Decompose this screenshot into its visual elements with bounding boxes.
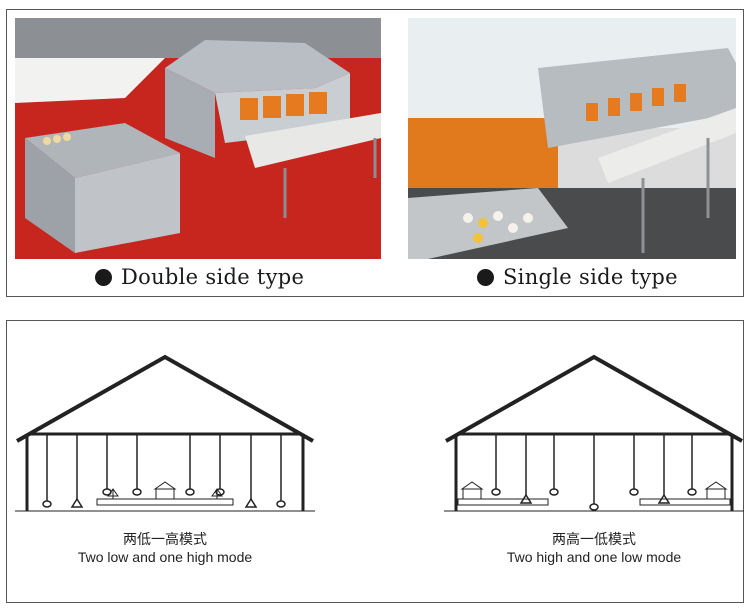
double-side-label: Double side type [121, 265, 305, 289]
double-side-nest-photo [15, 18, 381, 259]
right-mode-chinese-label: 两高一低模式 [552, 532, 636, 548]
single-side-label: Single side type [503, 265, 678, 289]
two-low-one-high-diagram [15, 349, 315, 549]
layout-modes-panel: 两低一高模式 Two low and one high mode [6, 320, 744, 603]
two-high-one-low-diagram [444, 349, 744, 549]
single-side-caption: Single side type [477, 262, 678, 292]
product-photos-panel: Double side type Single side type [6, 9, 744, 297]
left-mode-chinese-label: 两低一高模式 [123, 532, 207, 548]
right-mode-english-label: Two high and one low mode [506, 549, 682, 565]
bullet-icon [95, 268, 112, 286]
left-mode-english-label: Two low and one high mode [77, 549, 253, 565]
single-side-nest-photo [408, 18, 736, 259]
bullet-icon [477, 268, 494, 286]
double-side-caption: Double side type [95, 262, 304, 292]
